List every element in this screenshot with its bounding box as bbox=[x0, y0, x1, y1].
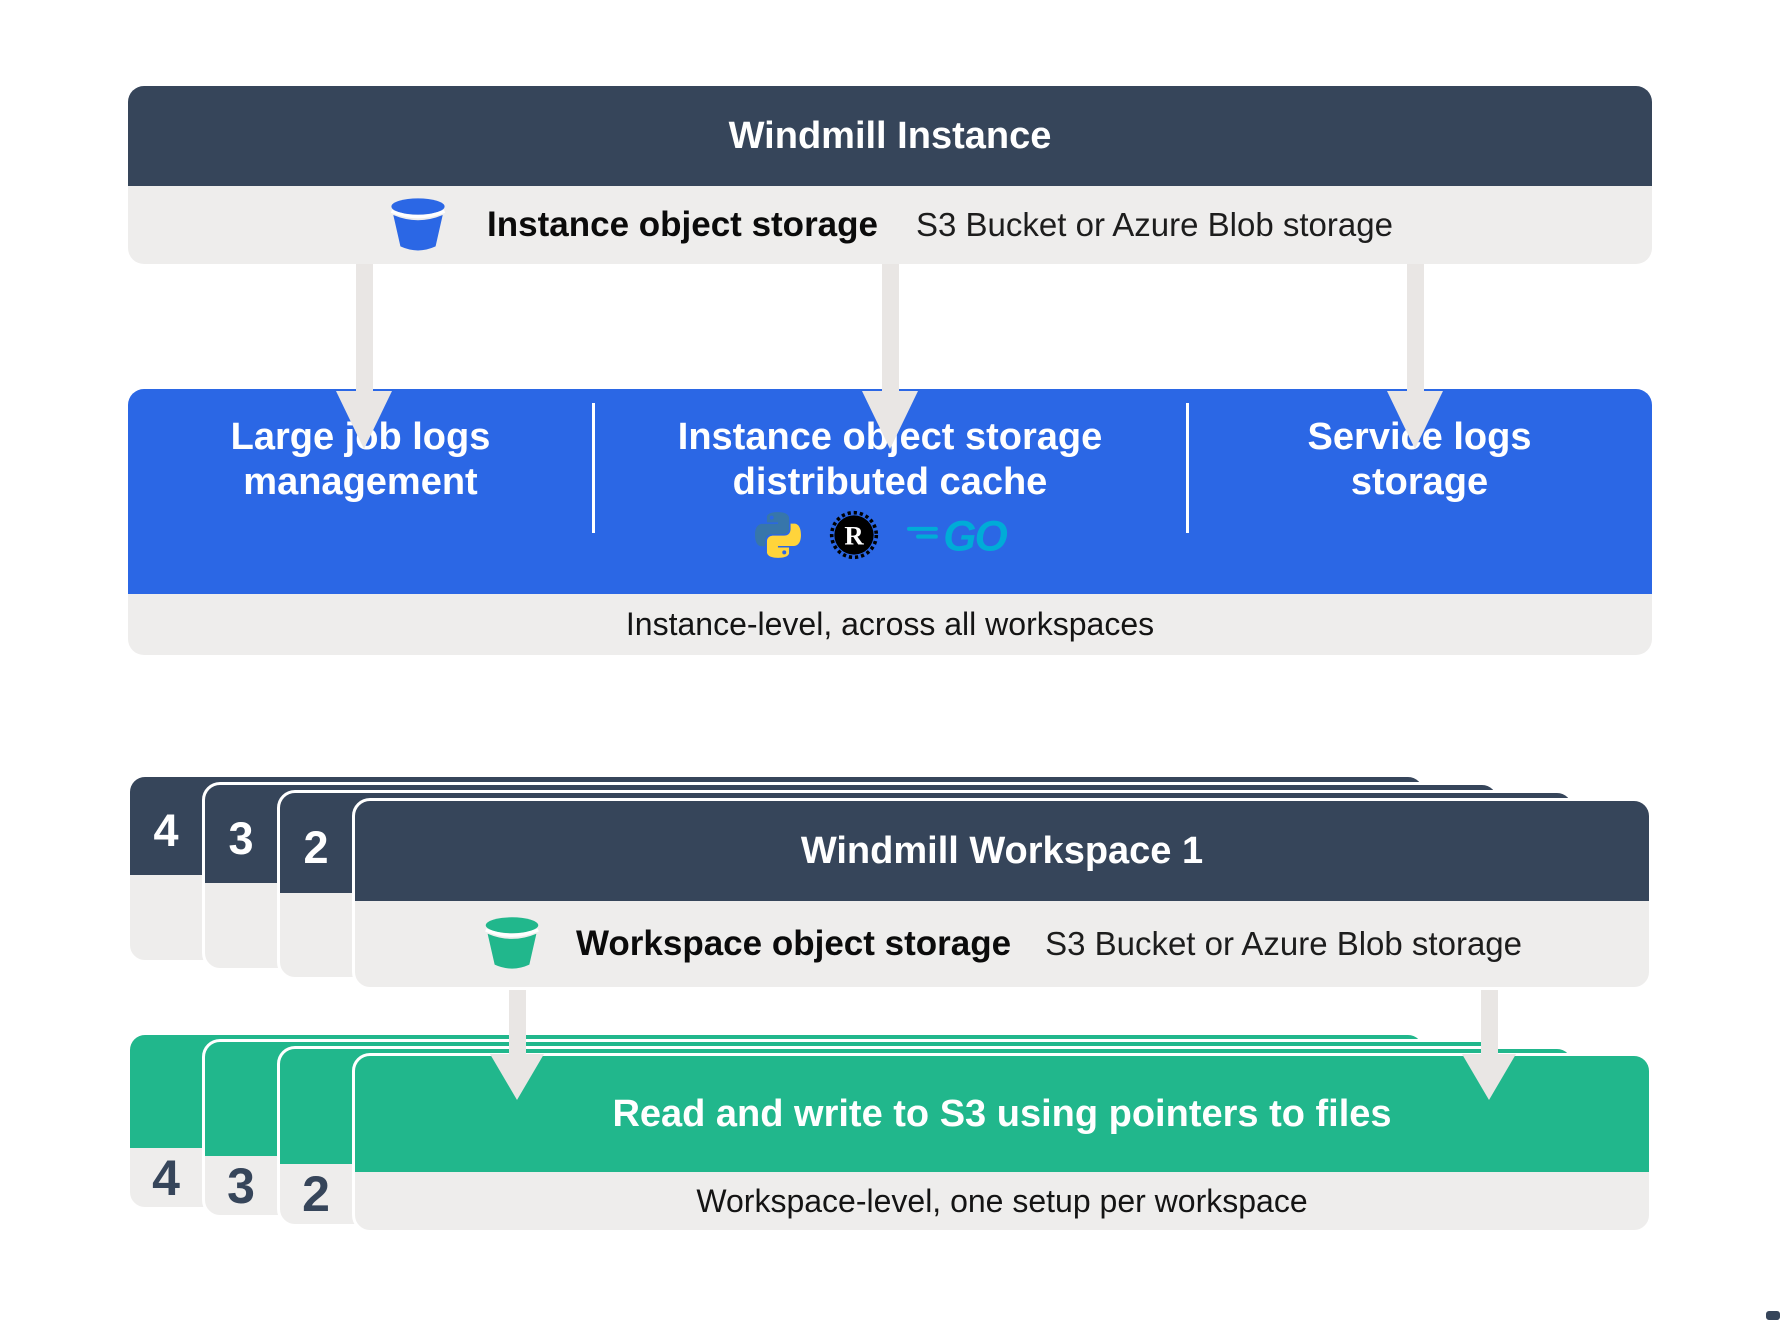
action-footer-label: Workspace-level, one setup per workspace bbox=[696, 1182, 1308, 1219]
instance-footer: Instance-level, across all workspaces bbox=[128, 594, 1652, 655]
instance-storage-row: Instance object storage S3 Bucket or Azu… bbox=[128, 186, 1652, 264]
corner-mark bbox=[1766, 1311, 1780, 1320]
workspace-storage-label: Workspace object storage bbox=[576, 924, 1012, 963]
workspace-title: Windmill Workspace 1 bbox=[800, 829, 1204, 872]
action-card-4-number: 4 bbox=[152, 1149, 180, 1206]
workspace-card-3-number: 3 bbox=[228, 813, 254, 864]
instance-storage-sublabel: S3 Bucket or Azure Blob storage bbox=[916, 206, 1393, 243]
instance-header: Windmill Instance bbox=[128, 86, 1652, 186]
instance-footer-label: Instance-level, across all workspaces bbox=[625, 606, 1155, 642]
feature-distributed-cache-line2: distributed cache bbox=[732, 461, 1048, 503]
feature-divider-right bbox=[1186, 403, 1189, 533]
feature-divider-left bbox=[592, 403, 595, 533]
action-title: Read and write to S3 using pointers to f… bbox=[612, 1092, 1392, 1135]
feature-service-logs-line2: storage bbox=[1350, 461, 1489, 503]
down-arrow-workspace-left bbox=[490, 990, 544, 1100]
workspace-storage-sublabel: S3 Bucket or Azure Blob storage bbox=[1045, 925, 1522, 962]
python-icon bbox=[755, 512, 801, 558]
workspace-card-4-number: 4 bbox=[153, 805, 179, 856]
action-footer: Workspace-level, one setup per workspace bbox=[355, 1172, 1649, 1230]
workspace-card-2-number: 2 bbox=[303, 822, 329, 873]
down-arrow-workspace-right bbox=[1462, 990, 1516, 1100]
down-arrow-instance-right bbox=[1387, 264, 1443, 449]
feature-large-job-logs-line2: management bbox=[243, 461, 478, 503]
language-icons-row: R GO bbox=[593, 510, 1187, 560]
s3-bucket-icon bbox=[482, 914, 542, 974]
go-icon: GO bbox=[907, 512, 1025, 558]
action-card-main: Read and write to S3 using pointers to f… bbox=[352, 1053, 1652, 1233]
rust-icon: R bbox=[829, 510, 879, 560]
action-card-2-number: 2 bbox=[302, 1166, 330, 1222]
workspace-card-main: Windmill Workspace 1 Workspace object st… bbox=[352, 798, 1652, 990]
down-arrow-instance-left bbox=[336, 264, 392, 449]
action-card-3-number: 3 bbox=[227, 1157, 255, 1214]
svg-text:R: R bbox=[844, 520, 864, 550]
workspace-storage-row: Workspace object storage S3 Bucket or Az… bbox=[355, 901, 1649, 987]
down-arrow-instance-middle bbox=[862, 264, 918, 449]
instance-storage-label: Instance object storage bbox=[487, 205, 878, 244]
svg-text:GO: GO bbox=[943, 512, 1007, 558]
s3-bucket-icon bbox=[387, 197, 449, 254]
instance-title: Windmill Instance bbox=[728, 114, 1052, 157]
